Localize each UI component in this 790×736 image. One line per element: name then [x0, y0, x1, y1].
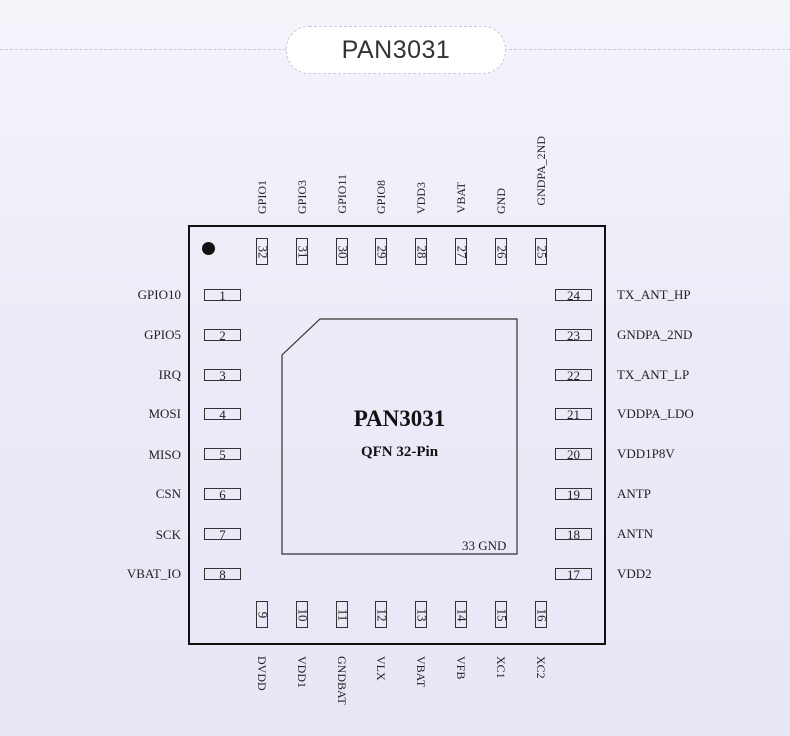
pin-box: 9	[255, 601, 270, 628]
pin-number: 9	[255, 611, 270, 618]
pin-name: VDD1	[295, 656, 309, 688]
pin-number: 11	[335, 608, 350, 621]
pin-box: 28	[414, 238, 429, 265]
pin-box: 31	[295, 238, 310, 265]
pin-name: GPIO8	[374, 180, 388, 215]
pin-box: 26	[494, 238, 509, 265]
pin-number: 25	[534, 245, 549, 258]
pin-name: GND	[494, 188, 508, 214]
pin-box: 18	[555, 528, 592, 541]
pin-name: VBAT_IO	[126, 566, 181, 581]
pin-name: TX_ANT_LP	[617, 367, 690, 382]
pin-name: MISO	[148, 447, 181, 462]
pin-box: 6	[204, 488, 241, 501]
pin-box: 23	[555, 329, 592, 342]
pin-box: 10	[295, 601, 310, 628]
pin-box: 17	[555, 568, 592, 581]
pin-name: SCK	[155, 527, 181, 542]
pin-name: GPIO1	[255, 180, 269, 215]
pin-box: 19	[555, 488, 592, 501]
pin-box: 25	[534, 238, 549, 265]
pin-name: VDD1P8V	[617, 446, 675, 461]
header-divider-left	[0, 49, 286, 50]
pin-box: 14	[454, 601, 469, 628]
pin-name: GNDPA_2ND	[534, 136, 548, 206]
pin-number: 30	[335, 245, 350, 258]
pin-number: 10	[295, 608, 310, 621]
pin1-marker-dot	[202, 242, 215, 255]
pin-name: MOSI	[148, 406, 181, 421]
pin-number: 29	[374, 245, 389, 258]
pin-box: 12	[374, 601, 389, 628]
pin-box: 13	[414, 601, 429, 628]
pin-number: 13	[414, 608, 429, 621]
pin-name: GPIO5	[144, 327, 181, 342]
pin-box: 24	[555, 289, 592, 302]
pin-box: 16	[534, 601, 549, 628]
pin-number: 31	[295, 245, 310, 258]
exposed-pad-outline	[281, 318, 518, 555]
pin-box: 8	[204, 568, 241, 581]
pin-name: VLX	[374, 656, 388, 681]
chip-package: QFN 32-Pin	[360, 444, 439, 460]
pin-name: ANTP	[617, 486, 651, 501]
pin-name: IRQ	[158, 367, 181, 382]
pin-number: 27	[454, 245, 469, 258]
pin-number: 28	[414, 245, 429, 258]
pin-name: GNDPA_2ND	[617, 327, 693, 342]
pin-name: VDDPA_LDO	[617, 406, 694, 421]
pin-box: 11	[335, 601, 350, 628]
pin-box: 20	[555, 448, 592, 461]
exposed-pad-label: 33 GND	[462, 538, 507, 553]
pin-name: XC2	[534, 656, 548, 679]
pin-number: 12	[374, 608, 389, 621]
pin-box: 1	[204, 289, 241, 302]
pin-name: XC1	[494, 656, 508, 679]
pin-box: 32	[255, 238, 270, 265]
pin-number: 16	[534, 608, 549, 621]
pin-number: 32	[255, 245, 270, 258]
pin-name: VBAT	[454, 182, 468, 214]
pin-box: 22	[555, 369, 592, 382]
pin-number: 26	[494, 245, 509, 258]
pin-box: 4	[204, 408, 241, 421]
pin-box: 3	[204, 369, 241, 382]
pin-name: TX_ANT_HP	[617, 287, 691, 302]
pin-name: VDD3	[414, 182, 428, 214]
pin-box: 5	[204, 448, 241, 461]
pin-name: GPIO11	[335, 174, 349, 214]
page-title: PAN3031	[286, 26, 506, 74]
pin-box: 7	[204, 528, 241, 541]
pin-name: ANTN	[617, 526, 654, 541]
pin-box: 29	[374, 238, 389, 265]
pin-name: VDD2	[617, 566, 652, 581]
pin-name: CSN	[155, 486, 181, 501]
pin-name: GPIO3	[295, 180, 309, 215]
pin-box: 21	[555, 408, 592, 421]
pin-number: 15	[494, 608, 509, 621]
chip-name: PAN3031	[353, 406, 446, 431]
header-divider-right	[504, 49, 790, 50]
exposed-pad	[281, 318, 518, 555]
pin-box: 27	[454, 238, 469, 265]
pin-name: VBAT	[414, 656, 428, 688]
pin-name: VFB	[454, 656, 468, 680]
pin-name: DVDD	[255, 656, 269, 691]
pin-box: 2	[204, 329, 241, 342]
pin-box: 30	[335, 238, 350, 265]
pin-name: GNDBAT	[335, 656, 349, 705]
pin-name: GPIO10	[137, 287, 181, 302]
pin-box: 15	[494, 601, 509, 628]
chip-outline	[188, 225, 606, 645]
pin-number: 14	[454, 608, 469, 621]
